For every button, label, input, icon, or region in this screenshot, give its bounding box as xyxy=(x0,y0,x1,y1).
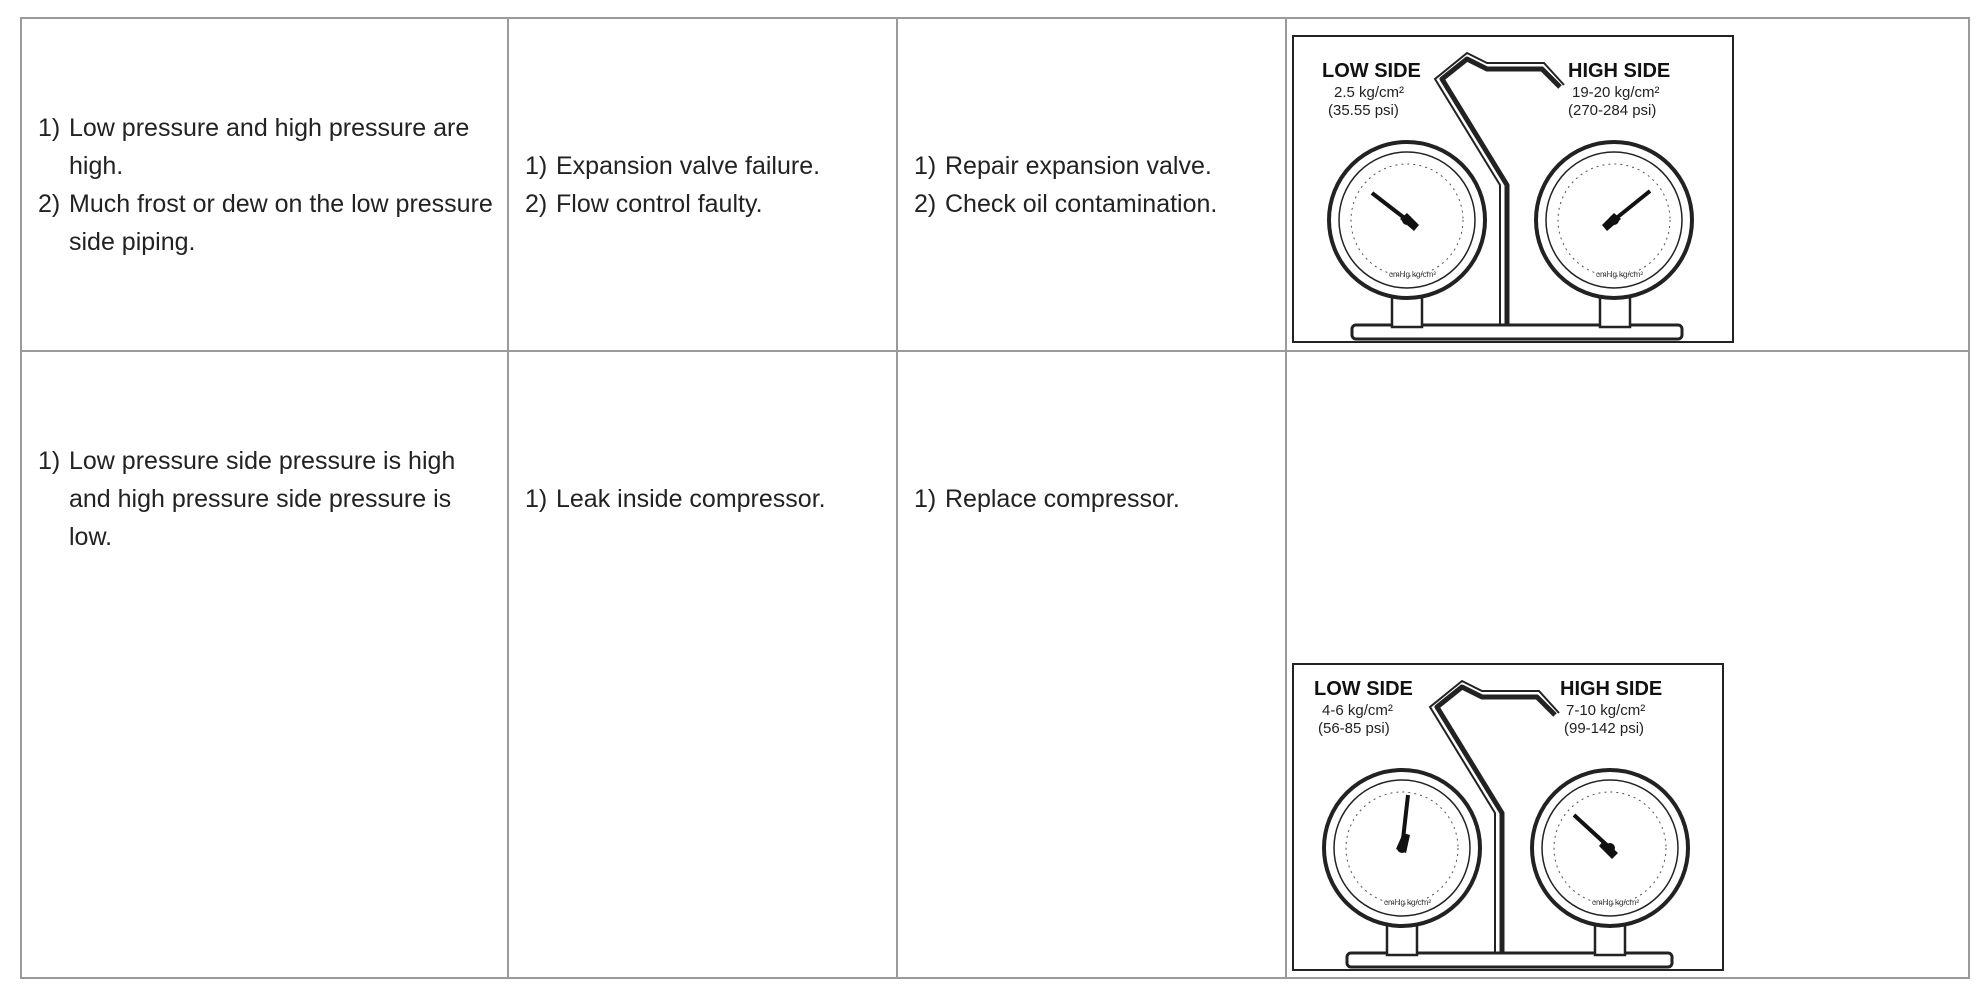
item-number: 2) xyxy=(914,190,937,218)
remedy-cell: 1) Replace compressor. xyxy=(896,350,1287,979)
high-side-title: HIGH SIDE xyxy=(1568,60,1670,82)
symptom-list: 1) Low pressure and high pressure are hi… xyxy=(38,109,497,261)
troubleshooting-table: 1) Low pressure and high pressure are hi… xyxy=(20,17,1970,979)
symptom-cell: 1) Low pressure side pressure is high an… xyxy=(20,350,509,979)
list-item: 1) Expansion valve failure. xyxy=(525,147,886,185)
symptom-cell: 1) Low pressure and high pressure are hi… xyxy=(20,17,509,352)
low-side-gauge: cmHg kg/cm² xyxy=(1327,140,1487,300)
item-number: 1) xyxy=(525,485,548,513)
symptom-text: Low pressure side pressure is high and h… xyxy=(69,447,456,551)
cause-text: Leak inside compressor. xyxy=(556,485,826,513)
item-number: 2) xyxy=(38,190,61,218)
table-row: 1) Low pressure side pressure is high an… xyxy=(20,350,1970,979)
vacuum-unit-label: cmHg xyxy=(1596,270,1617,279)
remedy-list: 1) Repair expansion valve. 2) Check oil … xyxy=(914,147,1275,223)
high-side-value: 7-10 kg/cm² xyxy=(1566,702,1645,719)
remedy-text: Repair expansion valve. xyxy=(945,152,1212,180)
symptom-list: 1) Low pressure side pressure is high an… xyxy=(38,442,497,556)
item-number: 1) xyxy=(38,447,61,475)
cause-list: 1) Expansion valve failure. 2) Flow cont… xyxy=(525,147,886,223)
dial-unit-label: kg/cm² xyxy=(1412,270,1436,279)
item-number: 1) xyxy=(525,152,548,180)
cause-cell: 1) Expansion valve failure. 2) Flow cont… xyxy=(507,17,898,352)
remedy-list: 1) Replace compressor. xyxy=(914,480,1275,518)
list-item: 2) Much frost or dew on the low pressure… xyxy=(38,185,497,261)
gauge-cell: cmHg kg/cm² cmHg kg/cm² LOW SIDE 2.5 kg/… xyxy=(1285,17,1970,352)
item-number: 1) xyxy=(914,152,937,180)
high-side-psi: (270-284 psi) xyxy=(1568,102,1656,119)
list-item: 1) Replace compressor. xyxy=(914,480,1275,518)
remedy-cell: 1) Repair expansion valve. 2) Check oil … xyxy=(896,17,1287,352)
low-side-psi: (56-85 psi) xyxy=(1318,720,1390,737)
high-side-value: 19-20 kg/cm² xyxy=(1572,84,1660,101)
cause-list: 1) Leak inside compressor. xyxy=(525,480,886,518)
list-item: 2) Flow control faulty. xyxy=(525,185,886,223)
high-side-gauge: cmHg kg/cm² xyxy=(1530,768,1690,928)
item-number: 1) xyxy=(914,485,937,513)
list-item: 2) Check oil contamination. xyxy=(914,185,1275,223)
vacuum-unit-label: cmHg xyxy=(1389,270,1410,279)
dial-unit-label: kg/cm² xyxy=(1619,270,1643,279)
symptom-text: Much frost or dew on the low pressure si… xyxy=(69,190,493,256)
item-number: 2) xyxy=(525,190,548,218)
vacuum-unit-label: cmHg xyxy=(1592,898,1613,907)
dial-unit-label: kg/cm² xyxy=(1615,898,1639,907)
table-row: 1) Low pressure and high pressure are hi… xyxy=(20,17,1970,352)
low-side-value: 2.5 kg/cm² xyxy=(1334,84,1404,101)
remedy-text: Check oil contamination. xyxy=(945,190,1218,218)
cause-cell: 1) Leak inside compressor. xyxy=(507,350,898,979)
low-side-title: LOW SIDE xyxy=(1314,678,1413,700)
list-item: 1) Repair expansion valve. xyxy=(914,147,1275,185)
high-side-title: HIGH SIDE xyxy=(1560,678,1662,700)
vacuum-unit-label: cmHg xyxy=(1384,898,1405,907)
manifold-gauge-figure: cmHg kg/cm² cmHg kg/cm² LOW SIDE 2.5 kg/… xyxy=(1292,35,1734,343)
cause-text: Expansion valve failure. xyxy=(556,152,821,180)
manifold-gauge-figure: cmHg kg/cm² cmHg kg/cm² LOW SIDE 4-6 kg/… xyxy=(1292,663,1724,971)
list-item: 1) Low pressure side pressure is high an… xyxy=(38,442,497,556)
low-side-psi: (35.55 psi) xyxy=(1328,102,1399,119)
cause-text: Flow control faulty. xyxy=(556,190,763,218)
low-side-gauge: cmHg kg/cm² xyxy=(1322,768,1482,928)
remedy-text: Replace compressor. xyxy=(945,485,1180,513)
dial-unit-label: kg/cm² xyxy=(1407,898,1431,907)
high-side-gauge: cmHg kg/cm² xyxy=(1534,140,1694,300)
item-number: 1) xyxy=(38,114,61,142)
low-side-value: 4-6 kg/cm² xyxy=(1322,702,1393,719)
low-side-title: LOW SIDE xyxy=(1322,60,1421,82)
list-item: 1) Leak inside compressor. xyxy=(525,480,886,518)
list-item: 1) Low pressure and high pressure are hi… xyxy=(38,109,497,185)
high-side-psi: (99-142 psi) xyxy=(1564,720,1644,737)
gauge-cell: cmHg kg/cm² cmHg kg/cm² LOW SIDE 4-6 kg/… xyxy=(1285,350,1970,979)
symptom-text: Low pressure and high pressure are high. xyxy=(69,114,470,180)
